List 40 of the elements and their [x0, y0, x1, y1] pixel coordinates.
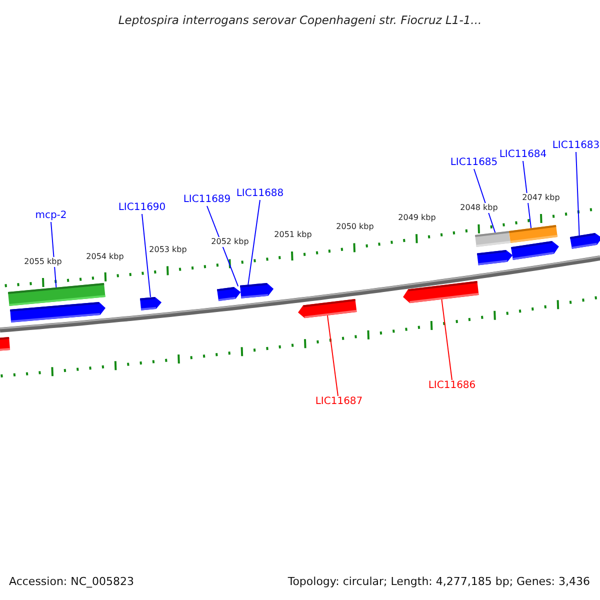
- leader-line: [248, 200, 260, 286]
- leader-line: [326, 314, 338, 396]
- gene-feature: [10, 302, 106, 322]
- scale-label: 2054 kbp: [86, 252, 124, 262]
- feature-bar: [8, 283, 106, 306]
- gene-label: LIC11686: [428, 380, 476, 392]
- gene-label: LIC11689: [183, 194, 231, 206]
- scale-label: 2051 kbp: [274, 230, 312, 240]
- gene-feature: [240, 283, 274, 298]
- leader-line: [441, 298, 452, 380]
- gene-feature: [140, 296, 162, 310]
- scale-label: 2048 kbp: [460, 203, 498, 213]
- leader-line: [576, 152, 580, 236]
- gene-label: LIC11687: [315, 396, 363, 408]
- gene-label: LIC11688: [236, 188, 284, 200]
- gene-feature: [217, 286, 241, 301]
- gene-label: LIC11690: [118, 202, 166, 214]
- accession-text: Accession: NC_005823: [9, 576, 134, 588]
- feature-bar: [0, 336, 11, 350]
- feature-bar: [475, 231, 511, 247]
- scale-label: 2052 kbp: [211, 237, 249, 247]
- gene-feature: [570, 233, 600, 249]
- gene-label: LIC11685: [450, 157, 498, 169]
- gene-label: mcp-2: [35, 210, 67, 222]
- diagram-title: Leptospira interrogans serovar Copenhageni str. Fiocruz L1-1...: [117, 14, 483, 27]
- gene-feature: [511, 241, 559, 260]
- gene-label: LIC11684: [499, 149, 547, 161]
- gene-feature: [403, 281, 479, 304]
- feature-bar: [509, 225, 558, 243]
- gene-feature: [298, 298, 357, 318]
- scale-label: 2053 kbp: [149, 245, 187, 255]
- genome-summary: Topology: circular; Length: 4,277,185 bp; Genes: 3,436: [288, 576, 590, 588]
- gene-feature: [477, 250, 513, 265]
- scale-label: 2055 kbp: [24, 257, 62, 267]
- scale-label: 2050 kbp: [336, 222, 374, 232]
- leader-line: [142, 214, 151, 298]
- scale-label: 2047 kbp: [522, 193, 560, 203]
- gene-label: LIC11683: [552, 140, 600, 152]
- leader-line: [206, 206, 239, 287]
- scale-label: 2049 kbp: [398, 213, 436, 223]
